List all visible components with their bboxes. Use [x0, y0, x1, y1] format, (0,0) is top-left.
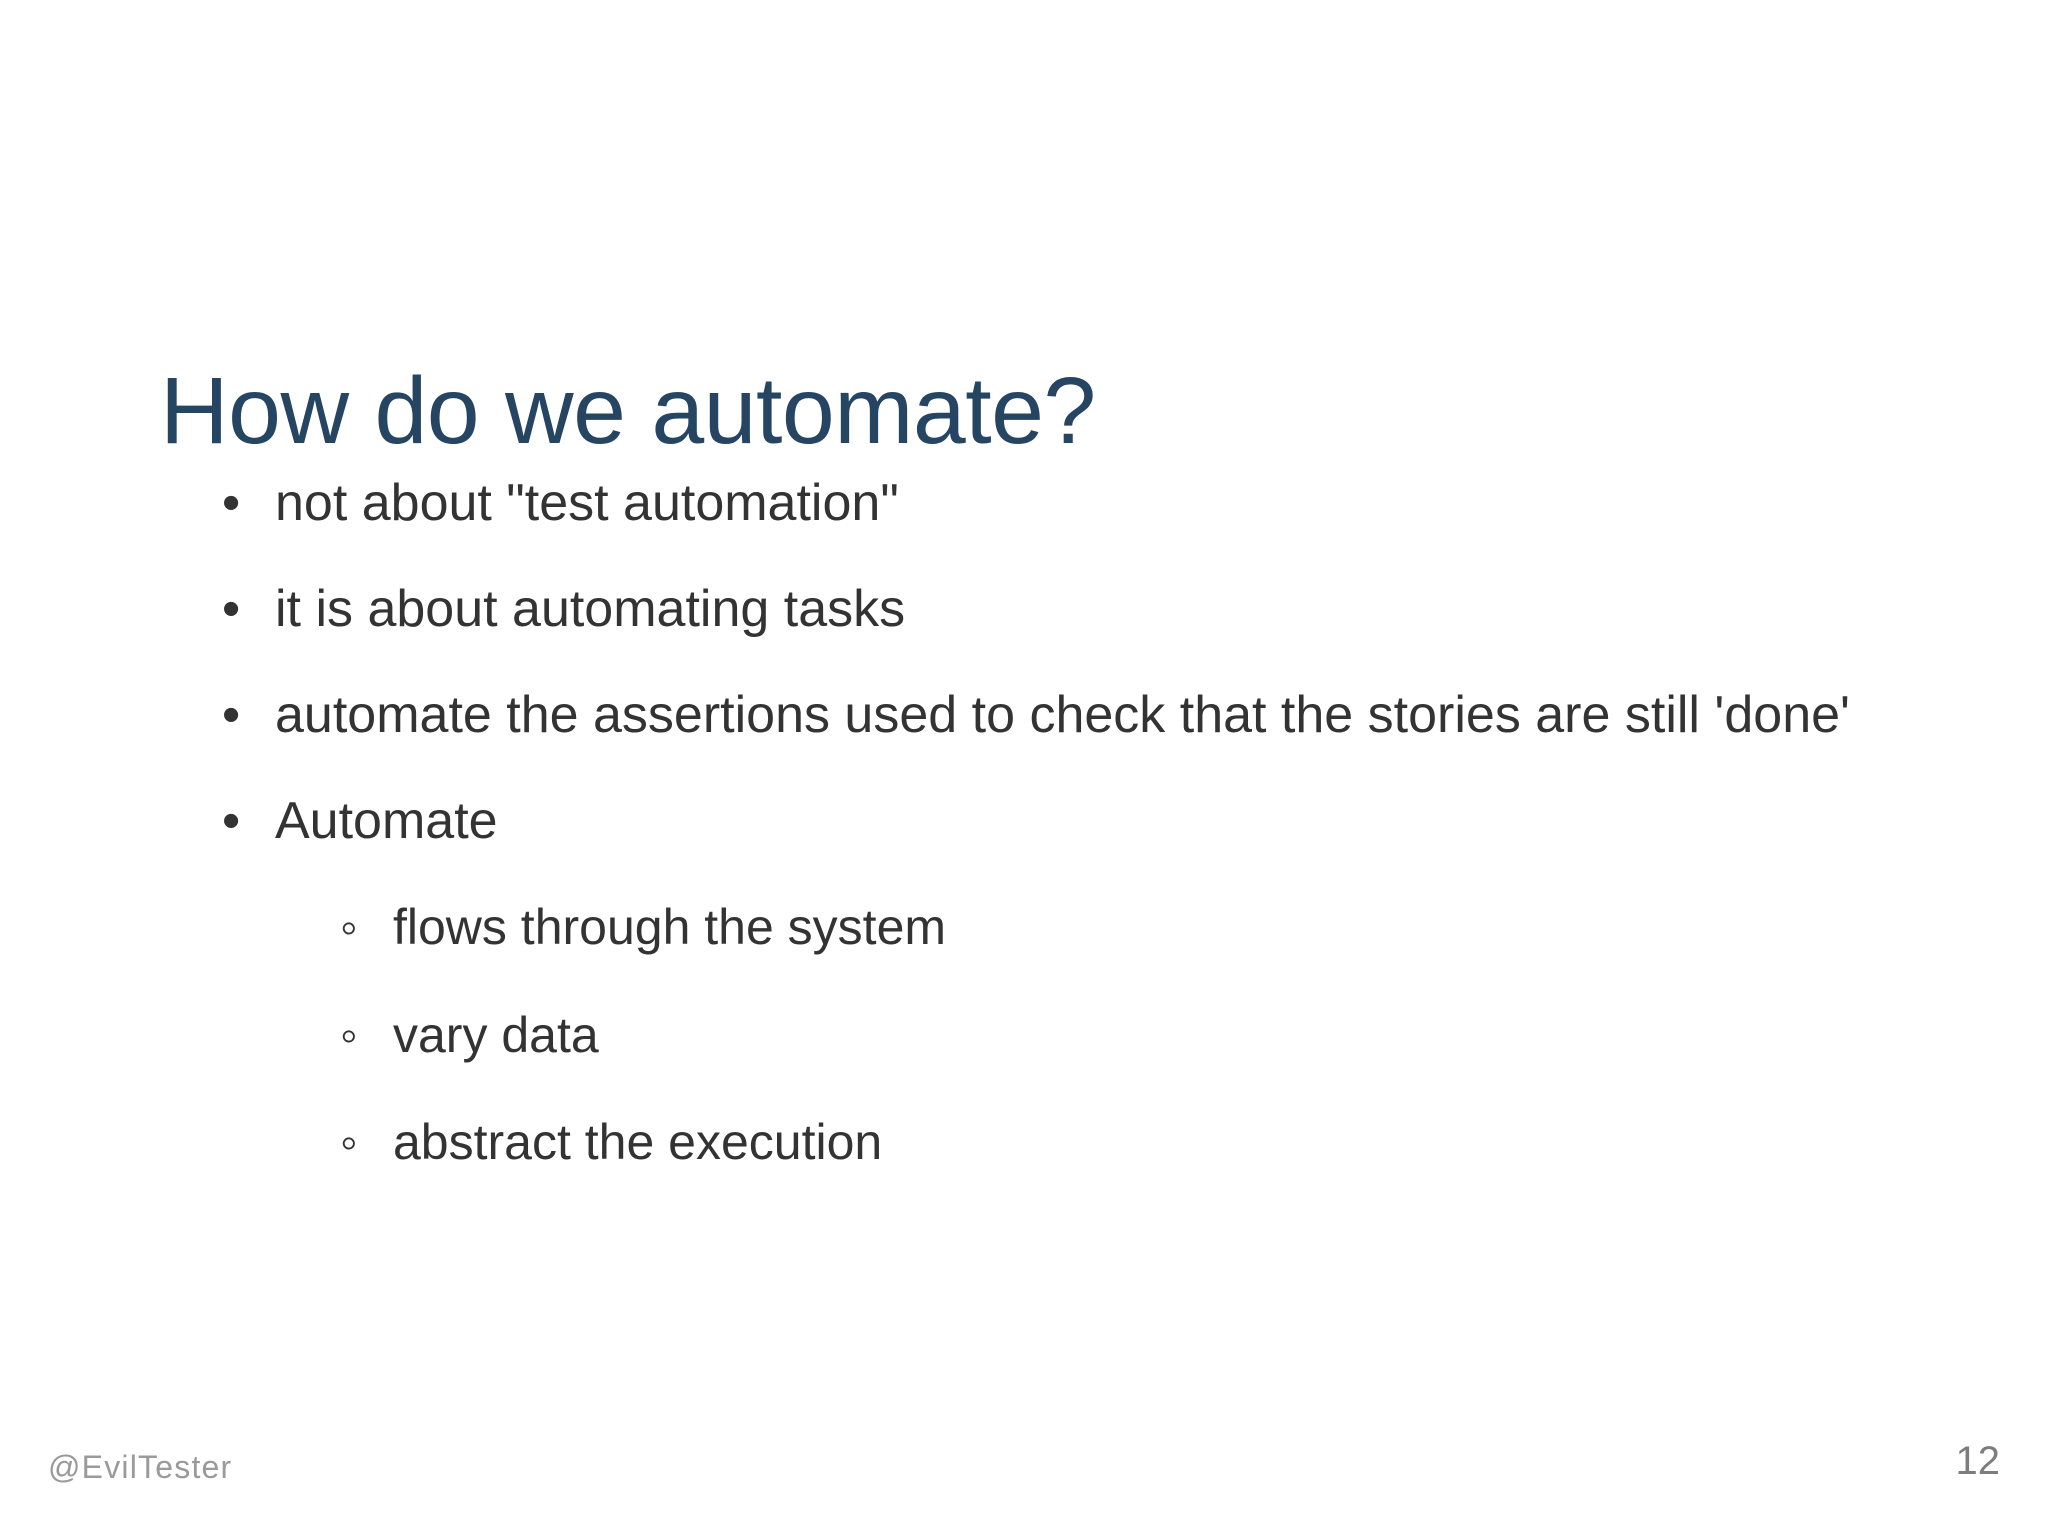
bullet-dot-icon: • — [222, 792, 241, 851]
sub-list-item: ◦ flows through the system — [0, 896, 2048, 960]
footer-handle: @EvilTester — [48, 1449, 233, 1485]
page-number: 12 — [1955, 1439, 2001, 1483]
list-item-label: automate the assertions used to check th… — [275, 686, 1850, 745]
page-title: How do we automate? — [160, 357, 1096, 464]
sub-list-item: ◦ vary data — [0, 1004, 2048, 1068]
list-item-label: it is about automating tasks — [275, 580, 906, 639]
list-item: • not about "test automation" — [0, 470, 2048, 536]
list-item: • automate the assertions used to check … — [0, 682, 2048, 748]
bullet-dot-icon: • — [222, 474, 241, 532]
sub-bullet-list: ◦ flows through the system ◦ vary data ◦… — [0, 896, 2048, 1175]
sub-list-item: ◦ abstract the execution — [0, 1111, 2048, 1175]
bullet-list: • not about "test automation" • it is ab… — [0, 470, 2048, 1175]
bullet-circle-icon: ◦ — [340, 899, 358, 956]
list-item-label: Automate — [275, 792, 498, 851]
bullet-circle-icon: ◦ — [340, 1114, 358, 1171]
list-item-label: not about "test automation" — [275, 474, 899, 532]
sub-list-item-label: vary data — [393, 1006, 599, 1063]
bullet-dot-icon: • — [222, 580, 241, 639]
sub-list-item-label: flows through the system — [393, 899, 947, 956]
list-item: • Automate — [0, 788, 2048, 854]
sub-list-item-label: abstract the execution — [393, 1114, 883, 1171]
bullet-dot-icon: • — [222, 686, 241, 745]
list-item: • it is about automating tasks — [0, 576, 2048, 642]
bullet-circle-icon: ◦ — [340, 1006, 358, 1063]
